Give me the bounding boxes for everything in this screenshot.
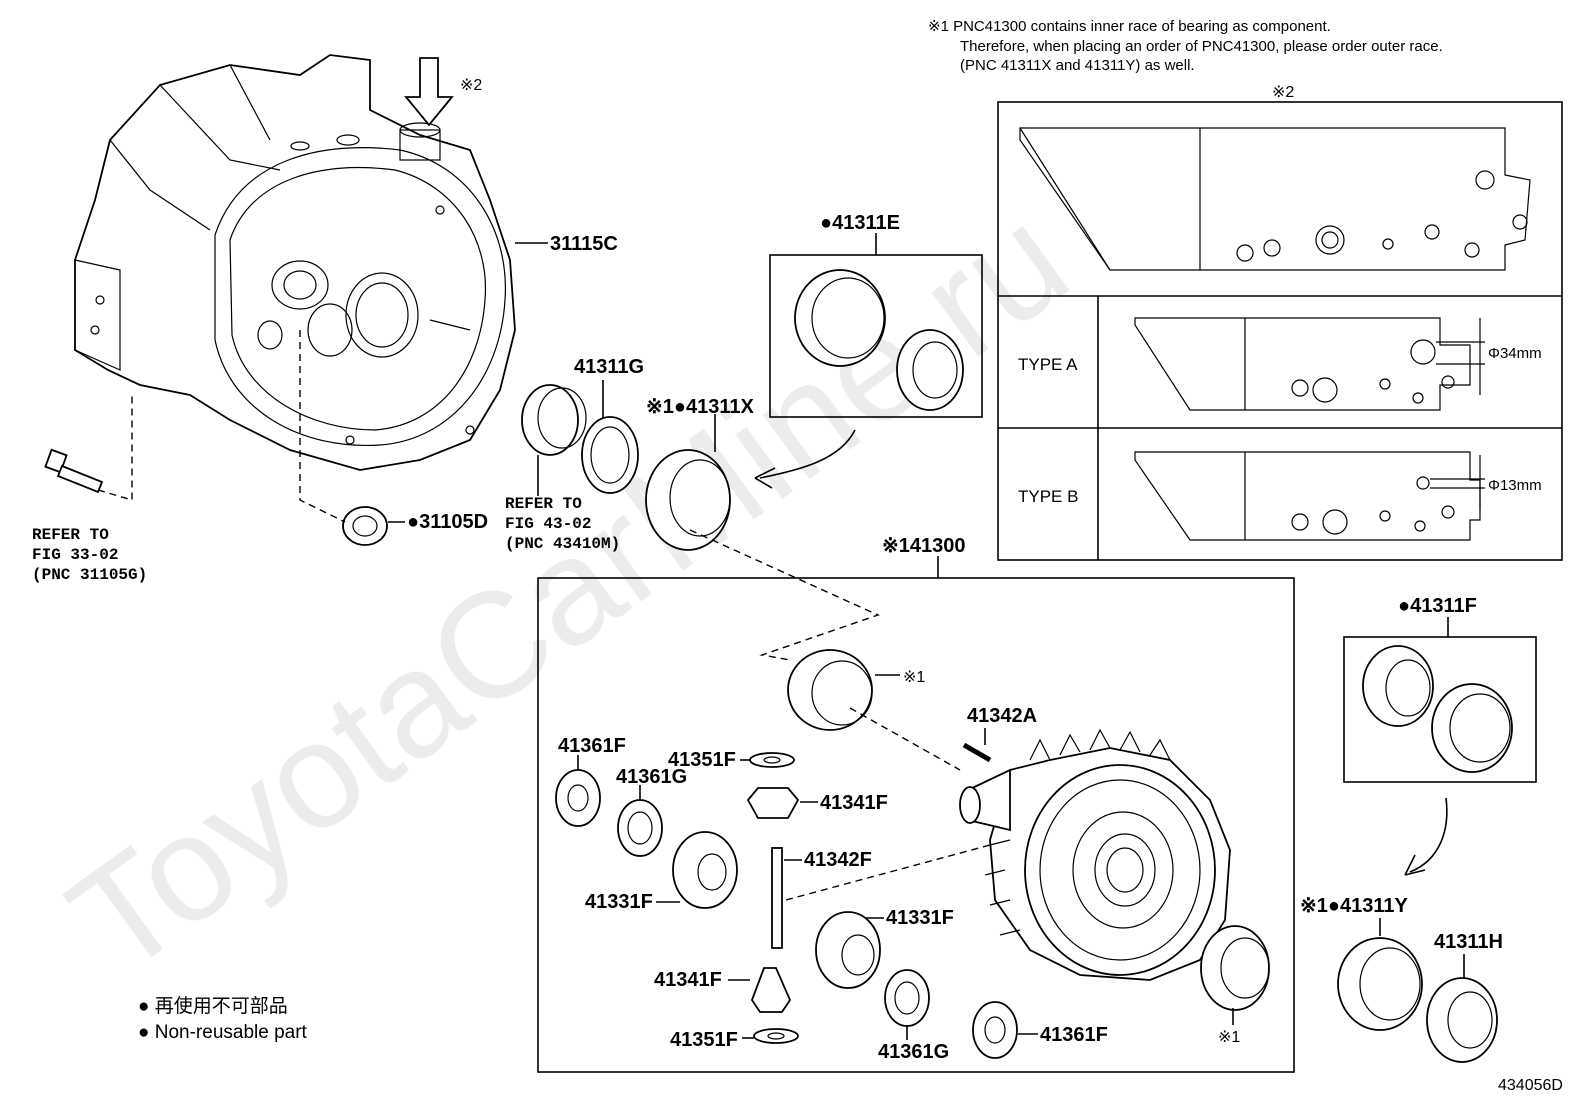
label-41361F-b: 41361F — [1040, 1024, 1108, 1046]
label-41311G: 41311G — [574, 356, 644, 378]
label-41311H: 41311H — [1434, 931, 1503, 953]
washer-41361F-a — [555, 769, 601, 827]
bolt-drawing — [44, 448, 104, 494]
footnote-line-1: ※1 PNC41300 contains inner race of beari… — [928, 18, 1331, 35]
label-41311Y: ※1●41311Y — [1300, 895, 1408, 917]
legend-japanese: ● 再使用不可部品 — [138, 995, 288, 1017]
refer-1-line-1: REFER TO — [32, 526, 109, 544]
shim-41311H — [1426, 977, 1498, 1063]
refer-2-line-1: REFER TO — [505, 495, 582, 513]
bearing-race-41311G-drawing — [521, 384, 731, 551]
label-41342F: 41342F — [804, 849, 872, 871]
label-41311X: ※1●41311X — [646, 396, 754, 418]
side-gear-41331F-a — [672, 831, 738, 909]
refer-1-line-2: FIG 33-02 — [32, 546, 118, 564]
label-41361F-a: 41361F — [558, 735, 626, 757]
refer-2-line-2: FIG 43-02 — [505, 515, 591, 533]
bearing-cup-41311Y — [1337, 937, 1423, 1031]
label-41361G-a: 41361G — [616, 766, 687, 788]
label-41351F-b: 41351F — [670, 1029, 738, 1051]
refer-2-line-3: (PNC 43410M) — [505, 535, 620, 553]
pinion-41341F-a — [746, 787, 800, 819]
side-gear-41331F-b — [815, 911, 881, 989]
bearing-cone-41311F — [1362, 645, 1434, 727]
washer-41351F-a — [749, 752, 795, 768]
box-41311F — [1343, 636, 1537, 783]
bearing-cup-41311F — [1431, 683, 1513, 773]
label-41342A: 41342A — [967, 705, 1037, 727]
label-31115C: 31115C — [550, 233, 618, 255]
star1-a: ※1 — [903, 669, 925, 686]
label-41331F-b: 41331F — [886, 907, 954, 929]
legend-english: ● Non-reusable part — [138, 1022, 308, 1043]
type-b-dimension: Φ13mm — [1488, 477, 1542, 494]
footnote-line-3: (PNC 41311X and 41311Y) as well. — [960, 57, 1195, 74]
label-41300: ※141300 — [882, 535, 966, 557]
label-41341F-b: 41341F — [654, 969, 722, 991]
differential-case-ring-gear-drawing — [959, 728, 1231, 981]
inset-title: ※2 — [1272, 84, 1294, 101]
refer-1-line-3: (PNC 31105G) — [32, 566, 147, 584]
down-arrow-icon — [404, 57, 454, 127]
box-41311E — [769, 254, 983, 418]
star1-b: ※1 — [1218, 1029, 1240, 1046]
figure-code: 434056D — [1498, 1077, 1563, 1094]
bearing-cone-bottom — [1200, 925, 1270, 1011]
washer-41361G-b — [884, 969, 930, 1027]
label-31105D: ●31105D — [407, 511, 488, 533]
washer-41361F-b — [972, 1001, 1018, 1059]
label-41331F-a: 41331F — [585, 891, 653, 913]
footnote-line-2: Therefore, when placing an order of PNC4… — [960, 38, 1443, 55]
type-a-dimension: Φ34mm — [1488, 345, 1542, 362]
bearing-cone-top — [787, 649, 873, 731]
label-41361G-b: 41361G — [878, 1041, 949, 1063]
label-41311E: ●41311E — [820, 212, 900, 234]
bearing-cup-41311E — [794, 269, 886, 367]
oil-seal-31105D — [342, 506, 388, 546]
pinion-shaft-41342F — [771, 847, 783, 949]
differential-assembly-box — [537, 577, 1295, 1073]
label-41341F-a: 41341F — [820, 792, 888, 814]
washer-41351F-b — [753, 1028, 799, 1044]
transmission-case-drawing — [74, 54, 516, 471]
note2-mark: ※2 — [460, 77, 482, 94]
pinion-41341F-b — [750, 967, 792, 1013]
type-a-label: TYPE A — [1018, 355, 1078, 374]
label-41311F: ●41311F — [1398, 595, 1477, 617]
type-b-label: TYPE B — [1018, 487, 1078, 506]
washer-41361G-a — [617, 799, 663, 857]
label-41351F-a: 41351F — [668, 749, 736, 771]
case-type-inset — [997, 101, 1563, 561]
